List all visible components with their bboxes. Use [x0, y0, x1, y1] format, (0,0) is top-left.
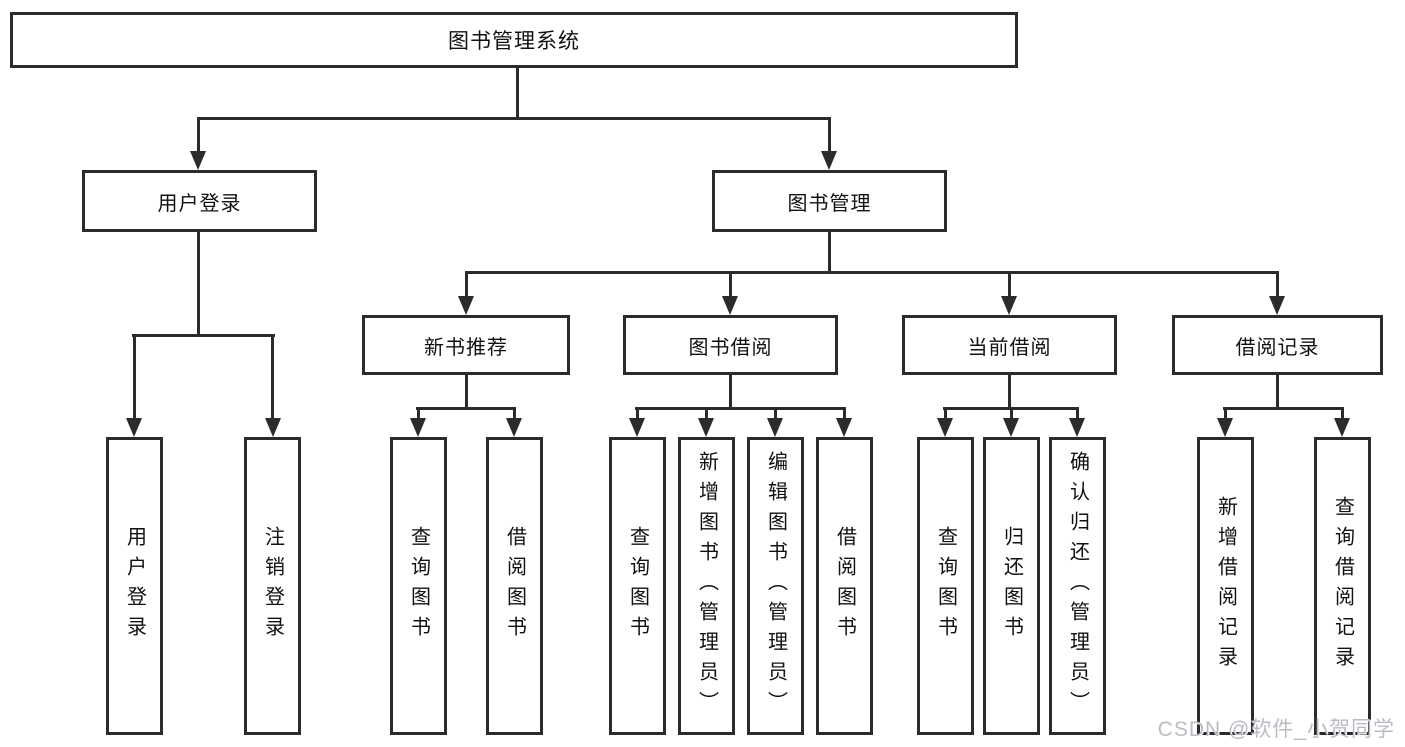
leaf-add-borrow-record-label: 新增借阅记录	[1214, 496, 1237, 676]
arrowhead-down	[821, 151, 837, 170]
node-book-borrow-label: 图书借阅	[688, 336, 773, 359]
connector-line	[197, 117, 200, 154]
connector-line	[1341, 407, 1344, 421]
arrowhead-down	[265, 418, 281, 437]
leaf-logout: 注销登录	[244, 437, 301, 735]
leaf-confirm-return-admin-label: 确认归还（管理员）	[1066, 451, 1089, 721]
node-borrow-records-label: 借阅记录	[1235, 336, 1320, 359]
node-book-management: 图书管理	[712, 170, 947, 232]
leaf-borrow-book-1: 借阅图书	[486, 437, 543, 735]
root-node-label: 图书管理系统	[448, 30, 580, 53]
node-current-borrow: 当前借阅	[902, 315, 1117, 375]
arrowhead-down	[836, 418, 852, 437]
leaf-borrow-book-1-label: 借阅图书	[503, 526, 526, 646]
root-node-library-system: 图书管理系统	[10, 12, 1018, 68]
node-new-book-recommend: 新书推荐	[362, 315, 570, 375]
connector-line	[828, 230, 831, 272]
leaf-return-book-label: 归还图书	[1000, 526, 1023, 646]
connector-line	[1008, 271, 1011, 298]
leaf-logout-label: 注销登录	[261, 526, 284, 646]
leaf-edit-book-admin-label: 编辑图书（管理员）	[764, 451, 787, 721]
connector-line	[843, 407, 846, 421]
arrowhead-down	[722, 296, 738, 315]
connector-line	[1223, 407, 1344, 410]
connector-line	[516, 66, 519, 119]
leaf-add-book-admin: 新增图书（管理员）	[678, 437, 735, 735]
connector-line	[774, 407, 777, 421]
connector-line	[1076, 407, 1079, 421]
leaf-query-book-1: 查询图书	[390, 437, 447, 735]
leaf-add-borrow-record: 新增借阅记录	[1197, 437, 1254, 735]
connector-line	[271, 334, 274, 421]
connector-line	[197, 230, 200, 336]
connector-line	[133, 334, 136, 421]
arrowhead-down	[767, 418, 783, 437]
arrowhead-down	[506, 418, 522, 437]
arrowhead-down	[190, 151, 206, 170]
connector-line	[513, 407, 516, 421]
arrowhead-down	[1003, 418, 1019, 437]
leaf-query-book-1-label: 查询图书	[407, 526, 430, 646]
connector-line	[729, 373, 732, 410]
leaf-query-borrow-record-label: 查询借阅记录	[1331, 496, 1354, 676]
node-new-book-recommend-label: 新书推荐	[424, 336, 508, 359]
leaf-query-book-3-label: 查询图书	[934, 526, 957, 646]
arrowhead-down	[698, 418, 714, 437]
connector-line	[416, 407, 516, 410]
leaf-query-borrow-record: 查询借阅记录	[1314, 437, 1371, 735]
connector-line	[944, 407, 947, 421]
leaf-borrow-book-2-label: 借阅图书	[833, 526, 856, 646]
leaf-return-book: 归还图书	[983, 437, 1040, 735]
connector-line	[465, 271, 1279, 274]
leaf-confirm-return-admin: 确认归还（管理员）	[1049, 437, 1106, 735]
connector-line	[417, 407, 420, 421]
node-book-management-label: 图书管理	[787, 192, 872, 215]
arrowhead-down	[1269, 296, 1285, 315]
node-current-borrow-label: 当前借阅	[967, 336, 1052, 359]
connector-line	[465, 373, 468, 410]
connector-line	[132, 334, 275, 337]
leaf-add-book-admin-label: 新增图书（管理员）	[695, 451, 718, 721]
leaf-user-login: 用户登录	[106, 437, 163, 735]
leaf-edit-book-admin: 编辑图书（管理员）	[747, 437, 804, 735]
leaf-query-book-2-label: 查询图书	[626, 526, 649, 646]
connector-line	[1010, 407, 1013, 421]
arrowhead-down	[126, 418, 142, 437]
leaf-borrow-book-2: 借阅图书	[816, 437, 873, 735]
connector-line	[465, 271, 468, 298]
arrowhead-down	[410, 418, 426, 437]
connector-line	[1276, 271, 1279, 298]
arrowhead-down	[1069, 418, 1085, 437]
connector-line	[1224, 407, 1227, 421]
arrowhead-down	[629, 418, 645, 437]
arrowhead-down	[1001, 296, 1017, 315]
node-user-login: 用户登录	[82, 170, 317, 232]
connector-line	[828, 117, 831, 154]
connector-line	[705, 407, 708, 421]
arrowhead-down	[458, 296, 474, 315]
leaf-query-book-3: 查询图书	[917, 437, 974, 735]
connector-line	[729, 271, 732, 298]
connector-line	[635, 407, 846, 410]
leaf-user-login-label: 用户登录	[123, 526, 146, 646]
leaf-query-book-2: 查询图书	[609, 437, 666, 735]
connector-line	[1008, 373, 1011, 410]
arrowhead-down	[1334, 418, 1350, 437]
connector-line	[197, 117, 831, 120]
connector-line	[636, 407, 639, 421]
node-user-login-label: 用户登录	[157, 192, 242, 215]
node-borrow-records: 借阅记录	[1172, 315, 1383, 375]
arrowhead-down	[937, 418, 953, 437]
arrowhead-down	[1217, 418, 1233, 437]
connector-line	[1276, 373, 1279, 410]
node-book-borrow: 图书借阅	[623, 315, 838, 375]
